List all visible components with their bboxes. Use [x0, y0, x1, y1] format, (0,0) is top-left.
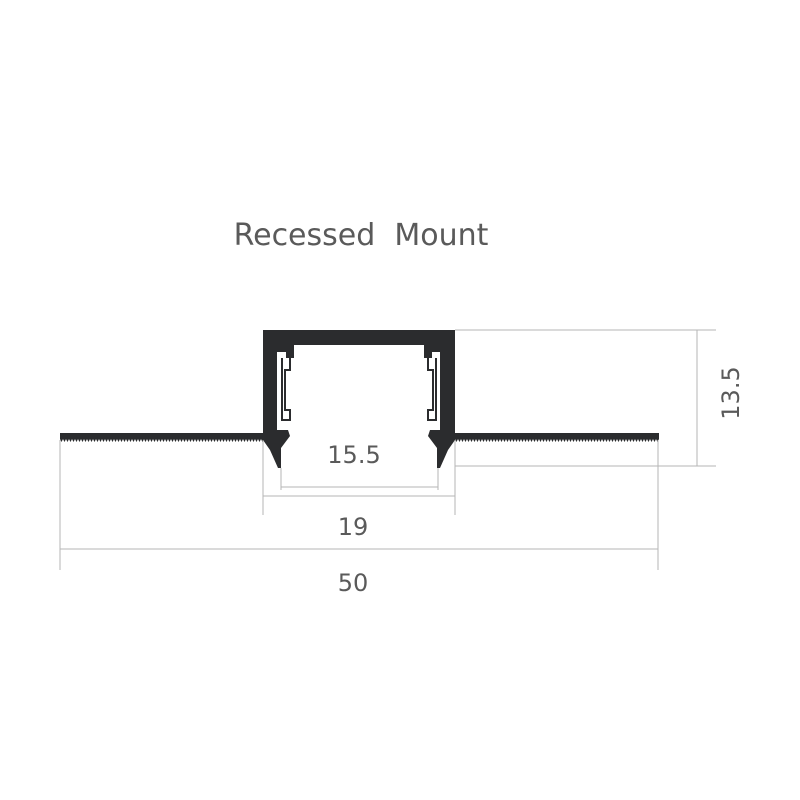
serration	[60, 439, 264, 442]
profile-width-label: 19	[338, 513, 369, 541]
left-flange	[60, 433, 264, 442]
clip-right	[427, 358, 437, 421]
right-flange	[455, 433, 659, 442]
channel-body	[263, 330, 455, 468]
diagram-title: Recessed Mount	[234, 218, 489, 253]
dimension-lines	[59, 329, 716, 570]
height-label: 13.5	[717, 366, 745, 419]
profile-cross-section	[60, 330, 659, 468]
inner-width-label: 15.5	[327, 441, 380, 469]
clip-left	[281, 358, 291, 421]
serration	[455, 439, 659, 442]
total-width-label: 50	[338, 569, 369, 597]
